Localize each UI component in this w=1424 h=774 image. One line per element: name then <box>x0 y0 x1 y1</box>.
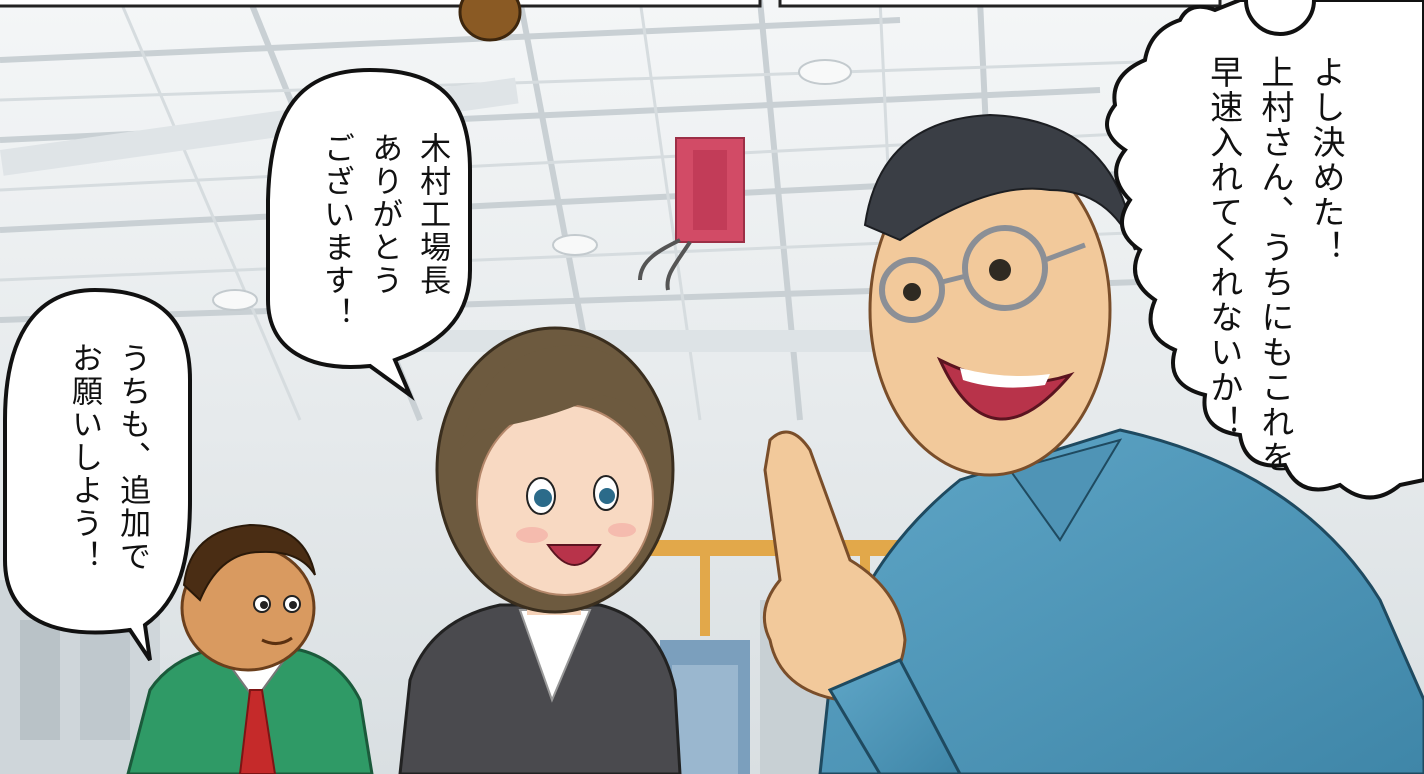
woman-character <box>398 326 682 774</box>
worker-speech-bubble <box>2 287 192 662</box>
woman-line-2: ありがとう <box>366 132 403 297</box>
manager-character <box>762 113 1424 774</box>
manager-line-3: 早速入れてくれないか！ <box>1204 55 1244 440</box>
worker-line-2: お願いしよう！ <box>66 342 103 573</box>
woman-speech-bubble <box>266 67 472 401</box>
manager-speech-text: よし決めた！ 上村さん、うちにもこれを 早速入れてくれないか！ <box>1199 55 1352 475</box>
woman-line-1: 木村工場長 <box>414 132 451 297</box>
worker-character <box>126 523 374 774</box>
manager-line-1: よし決めた！ <box>1307 55 1346 265</box>
manager-speech-bubble <box>1105 0 1424 500</box>
woman-line-3: ございます！ <box>318 132 355 330</box>
woman-speech-text: 木村工場長 ありがとう ございます！ <box>312 132 456 330</box>
manager-line-2: 上村さん、うちにもこれを <box>1255 55 1295 475</box>
worker-line-1: うちも、追加で <box>114 342 151 573</box>
worker-speech-text: うちも、追加で お願いしよう！ <box>60 342 156 573</box>
